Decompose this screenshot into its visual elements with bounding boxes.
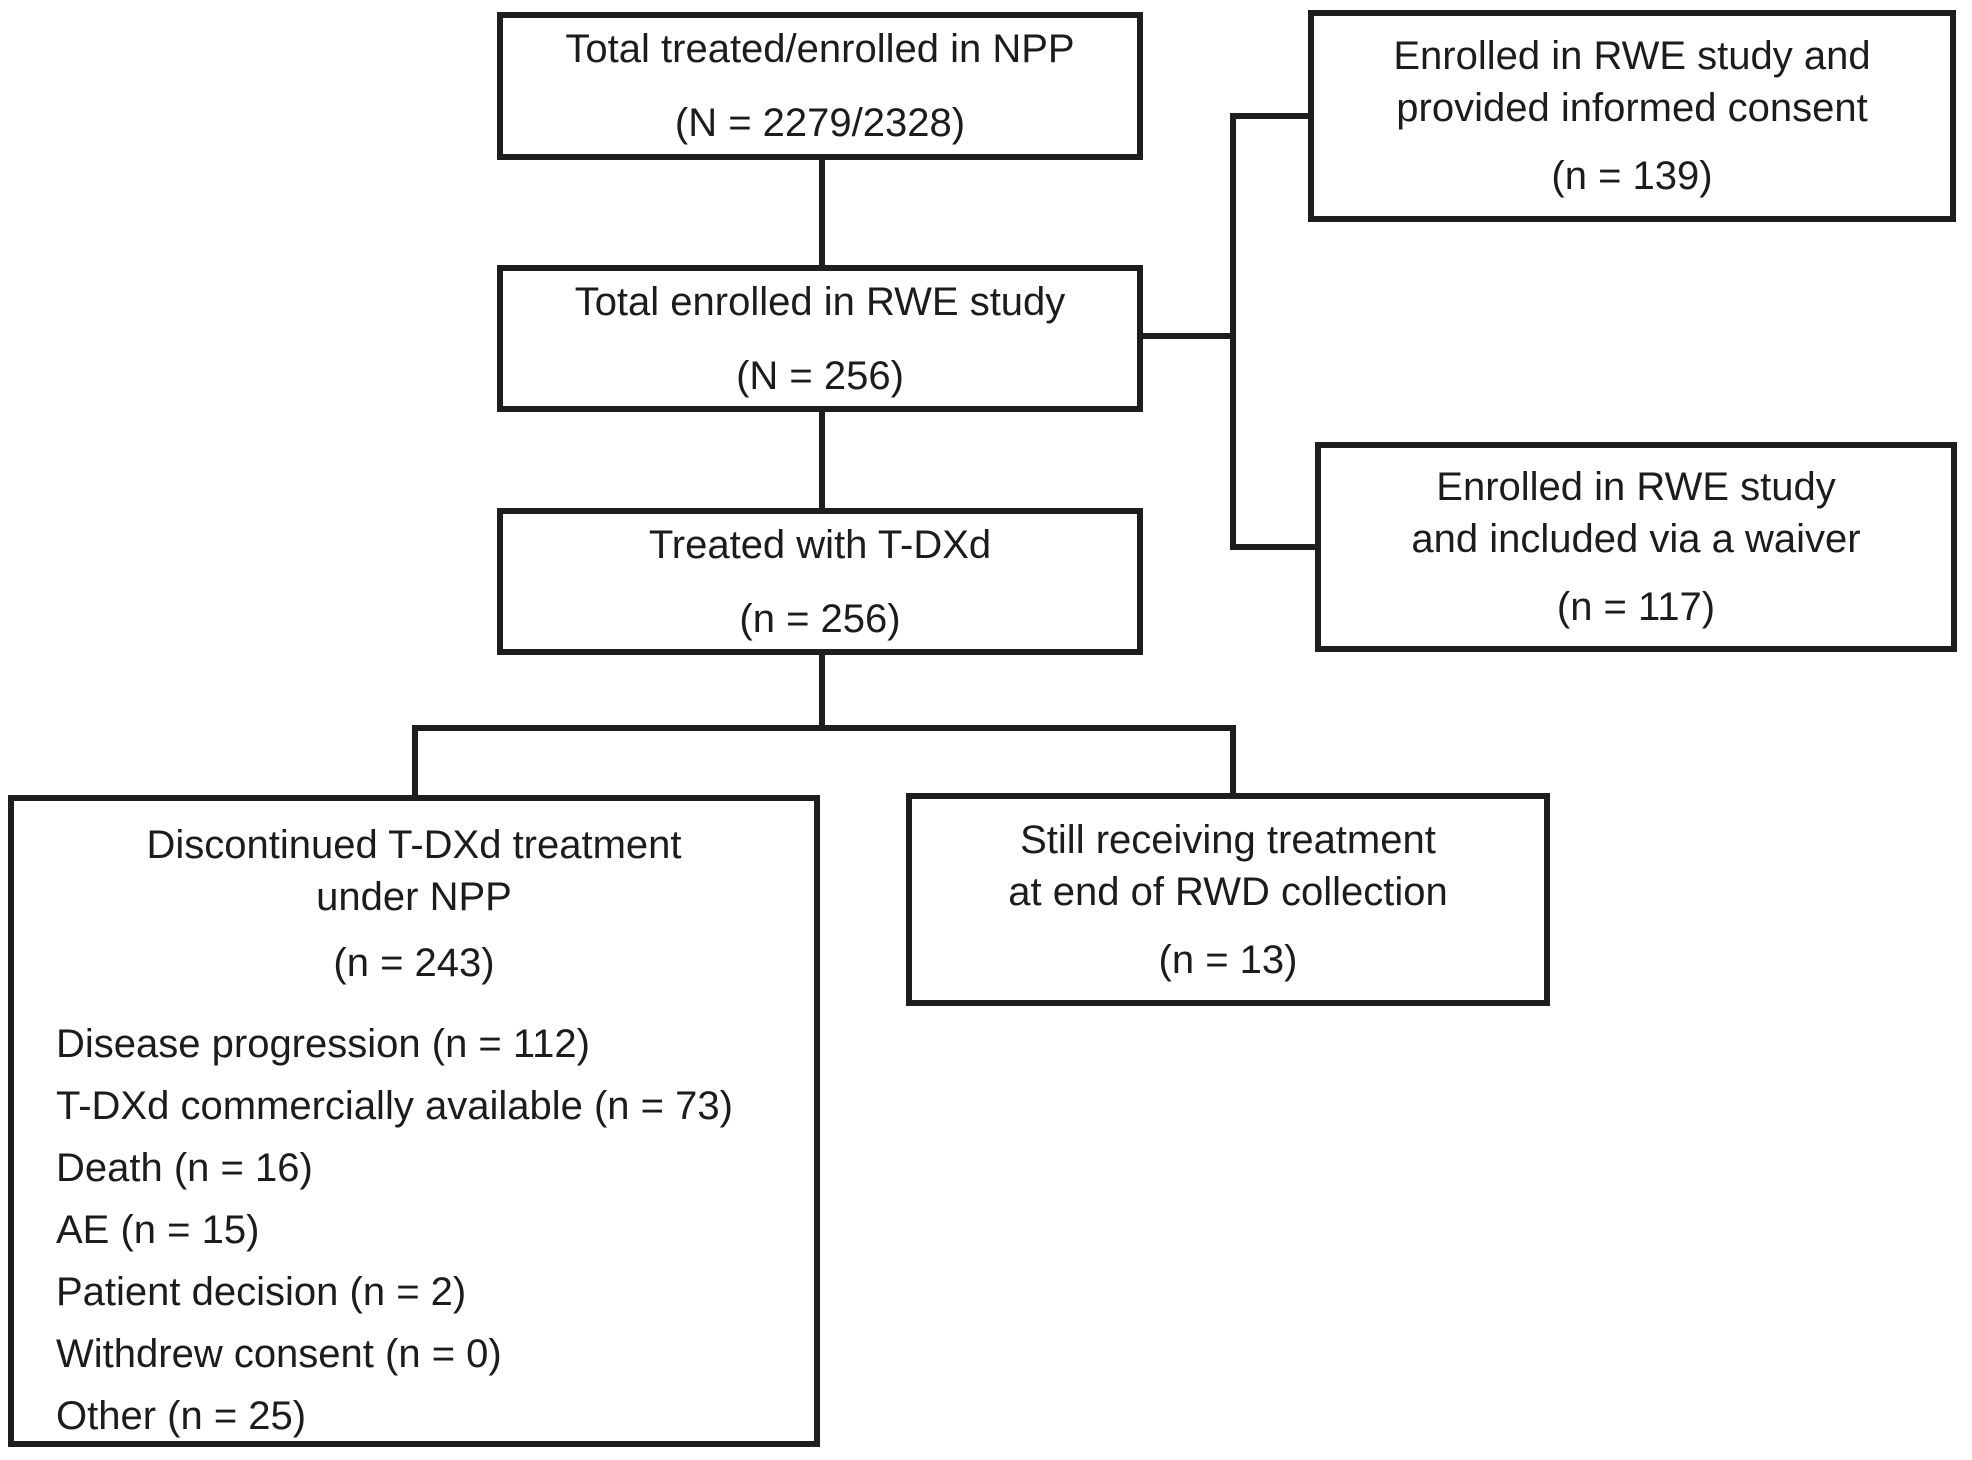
connector-branch-horizontal [412,725,1236,731]
connector-branch-to-discontinued [412,725,418,797]
reason-disease-progression: Disease progression (n = 112) [56,1022,590,1066]
box-total-npp: Total treated/enrolled in NPP (N = 2279/… [497,12,1143,160]
box-waiver: Enrolled in RWE study and included via a… [1315,442,1957,652]
box-treated-tdxd-title: Treated with T-DXd [648,522,992,567]
box-total-npp-title: Total treated/enrolled in NPP [565,27,1075,71]
box-waiver-line1: Enrolled in RWE study [1436,465,1836,509]
box-discontinued-line1: Discontinued T-DXd treatment [146,823,682,867]
connector-rwe-to-tdxd [819,410,825,510]
box-total-rwe-count: (N = 256) [736,353,904,398]
reason-withdrew-consent: Withdrew consent (n = 0) [56,1332,502,1376]
box-still-receiving-line2: at end of RWD collection [1008,869,1448,914]
box-informed-consent-line2: provided informed consent [1396,86,1868,130]
connector-npp-to-rwe [819,158,825,268]
box-discontinued-line2: under NPP [316,875,512,919]
discontinued-reason-list: Disease progression (n = 112) T-DXd comm… [24,1013,804,1447]
box-discontinued: Discontinued T-DXd treatment under NPP (… [8,795,820,1447]
box-informed-consent: Enrolled in RWE study and provided infor… [1308,10,1956,222]
box-waiver-count: (n = 117) [1556,585,1716,629]
box-informed-consent-count: (n = 139) [1551,154,1713,198]
reason-commercially-available: T-DXd commercially available (n = 73) [56,1084,733,1128]
box-waiver-line2: and included via a waiver [1411,517,1861,561]
box-still-receiving-count: (n = 13) [1158,937,1298,982]
reason-patient-decision: Patient decision (n = 2) [56,1270,467,1314]
box-discontinued-count: (n = 243) [333,941,495,985]
connector-rwe-to-bracket [1143,333,1233,339]
connector-branch-to-still-receiving [1230,725,1236,795]
box-total-rwe: Total enrolled in RWE study (N = 256) [497,265,1143,412]
connector-bracket-to-waiver [1230,544,1315,550]
box-treated-tdxd: Treated with T-DXd (n = 256) [497,508,1143,655]
box-total-rwe-title: Total enrolled in RWE study [574,279,1066,324]
connector-tdxd-to-branch [819,653,825,728]
reason-death: Death (n = 16) [56,1146,313,1190]
box-treated-tdxd-count: (n = 256) [739,596,901,641]
box-informed-consent-line1: Enrolled in RWE study and [1393,34,1871,78]
box-still-receiving-line1: Still receiving treatment [1020,817,1436,862]
box-still-receiving: Still receiving treatment at end of RWD … [906,793,1550,1006]
connector-bracket-to-consent [1230,113,1308,119]
reason-ae: AE (n = 15) [56,1208,260,1252]
connector-bracket-vertical [1230,113,1236,550]
box-total-npp-count: (N = 2279/2328) [674,101,966,145]
reason-other: Other (n = 25) [56,1394,307,1438]
